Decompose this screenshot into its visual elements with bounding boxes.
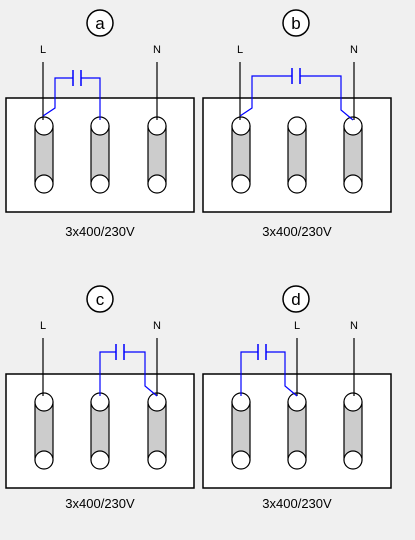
panel-badge-label: d — [291, 290, 300, 309]
terminal-1 — [231, 392, 251, 470]
line-label: L — [40, 44, 46, 56]
panel-badge — [282, 9, 310, 37]
neutral-label: N — [153, 44, 161, 56]
terminal-3 — [343, 392, 363, 470]
terminal-2 — [287, 392, 307, 470]
voltage-label: 3x400/230V — [65, 224, 135, 239]
terminal-2 — [90, 392, 110, 470]
neutral-label: N — [350, 44, 358, 56]
panel-d: d L N 3x400/230V — [202, 285, 392, 511]
terminal-1 — [34, 392, 54, 470]
neutral-label: N — [153, 320, 161, 332]
terminal-3 — [147, 392, 167, 470]
terminal-2 — [287, 116, 307, 194]
voltage-label: 3x400/230V — [262, 496, 332, 511]
terminal-2 — [90, 116, 110, 194]
panel-badge — [86, 285, 114, 313]
panel-badge — [86, 9, 114, 37]
capacitor-wiring — [42, 70, 101, 120]
capacitor-wiring — [99, 344, 158, 397]
line-label: L — [40, 320, 46, 332]
voltage-label: 3x400/230V — [262, 224, 332, 239]
panel-badge — [282, 285, 310, 313]
panel-badge-label: a — [95, 14, 105, 33]
panel-b: b L N 3x400/230V — [202, 9, 392, 239]
voltage-label: 3x400/230V — [65, 496, 135, 511]
panel-c: c L N 3x400/230V — [5, 285, 195, 511]
neutral-label: N — [350, 320, 358, 332]
terminal-3 — [343, 116, 363, 194]
terminal-1 — [34, 116, 54, 194]
terminal-3 — [147, 116, 167, 194]
line-label: L — [294, 320, 300, 332]
capacitor-wiring — [239, 68, 354, 121]
panel-a: a L N 3x400/230V — [5, 9, 195, 239]
capacitor-wiring — [240, 344, 298, 397]
panel-badge-label: c — [96, 290, 105, 309]
panel-badge-label: b — [291, 14, 300, 33]
line-label: L — [237, 44, 243, 56]
terminal-1 — [231, 116, 251, 194]
